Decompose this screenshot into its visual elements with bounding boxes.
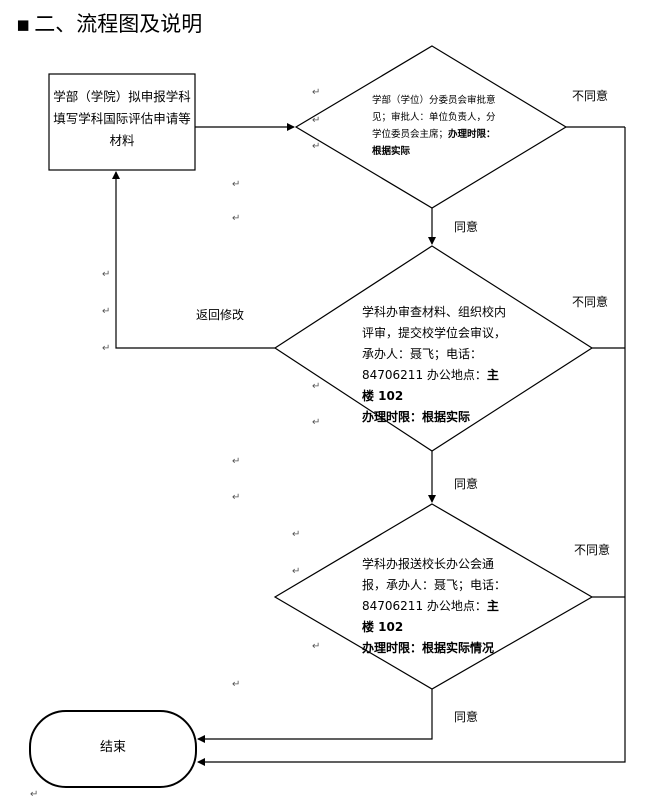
paragraph-mark: ↵ xyxy=(312,381,321,392)
review1-text: 学部（学位）分委员会审批意见；审批人：单位负责人，分学位委员会主席；办理时限：根… xyxy=(372,92,496,160)
heading-text: 二、流程图及说明 xyxy=(34,12,203,36)
paragraph-mark: ↵ xyxy=(102,269,111,280)
paragraph-mark: ↵ xyxy=(312,87,321,98)
review3-location: 主楼 102 xyxy=(362,599,499,634)
label-agree-3: 同意 xyxy=(454,710,479,724)
heading-bullet: ▪ xyxy=(16,12,31,36)
paragraph-mark: ↵ xyxy=(312,115,321,126)
paragraph-mark: ↵ xyxy=(232,492,241,503)
paragraph-mark: ↵ xyxy=(292,529,301,540)
end-text: 结束 xyxy=(99,740,126,755)
paragraph-mark: ↵ xyxy=(312,641,321,652)
paragraph-mark: ↵ xyxy=(312,417,321,428)
label-return: 返回修改 xyxy=(196,308,245,322)
review2-location: 主楼 102 xyxy=(362,368,499,403)
label-disagree-2: 不同意 xyxy=(572,295,609,309)
arrow-return-to-start xyxy=(112,171,275,349)
review2-text: 学科办审查材料、组织校内评审，提交校学位会审议，承办人：聂飞；电话：847062… xyxy=(362,302,508,428)
paragraph-mark: ↵ xyxy=(312,141,321,152)
paragraph-mark: ↵ xyxy=(102,343,111,354)
label-agree-1: 同意 xyxy=(454,220,479,234)
paragraph-mark: ↵ xyxy=(102,306,111,317)
label-agree-2: 同意 xyxy=(454,477,479,491)
start-box-text: 学部（学院）拟申报学科填写学科国际评估申请等材料 xyxy=(53,89,191,148)
paragraph-mark: ↵ xyxy=(292,566,301,577)
review2-deadline: 办理时限：根据实际 xyxy=(362,410,471,424)
end-terminator xyxy=(29,710,197,788)
arrow-review3-to-end xyxy=(197,689,433,743)
arrow-disagree-to-end xyxy=(197,127,626,766)
start-box xyxy=(48,73,196,171)
label-disagree-1: 不同意 xyxy=(572,89,609,103)
paragraph-mark: ↵ xyxy=(232,679,241,690)
review1-deadline: 办理时限：根据实际 xyxy=(372,129,496,157)
review3-deadline: 办理时限：根据实际情况 xyxy=(362,641,495,655)
paragraph-mark: ↵ xyxy=(30,789,39,800)
review2-line: 学科办审查材料、组织校内评审，提交校学位会审议，承办人：聂飞；电话：847062… xyxy=(362,305,507,382)
paragraph-mark: ↵ xyxy=(232,213,241,224)
review1-line: 学部（学位）分委员会审批意见；审批人：单位负责人，分学位委员会主席； xyxy=(372,95,496,140)
paragraph-mark: ↵ xyxy=(232,456,241,467)
label-disagree-3: 不同意 xyxy=(574,543,611,557)
review3-line: 学科办报送校长办公会通报，承办人：聂飞；电话：84706211 办公地点： xyxy=(362,557,507,613)
review3-text: 学科办报送校长办公会通报，承办人：聂飞；电话：84706211 办公地点：主楼 … xyxy=(362,554,508,659)
section-heading: ▪二、流程图及说明 xyxy=(16,10,202,38)
paragraph-mark: ↵ xyxy=(232,179,241,190)
